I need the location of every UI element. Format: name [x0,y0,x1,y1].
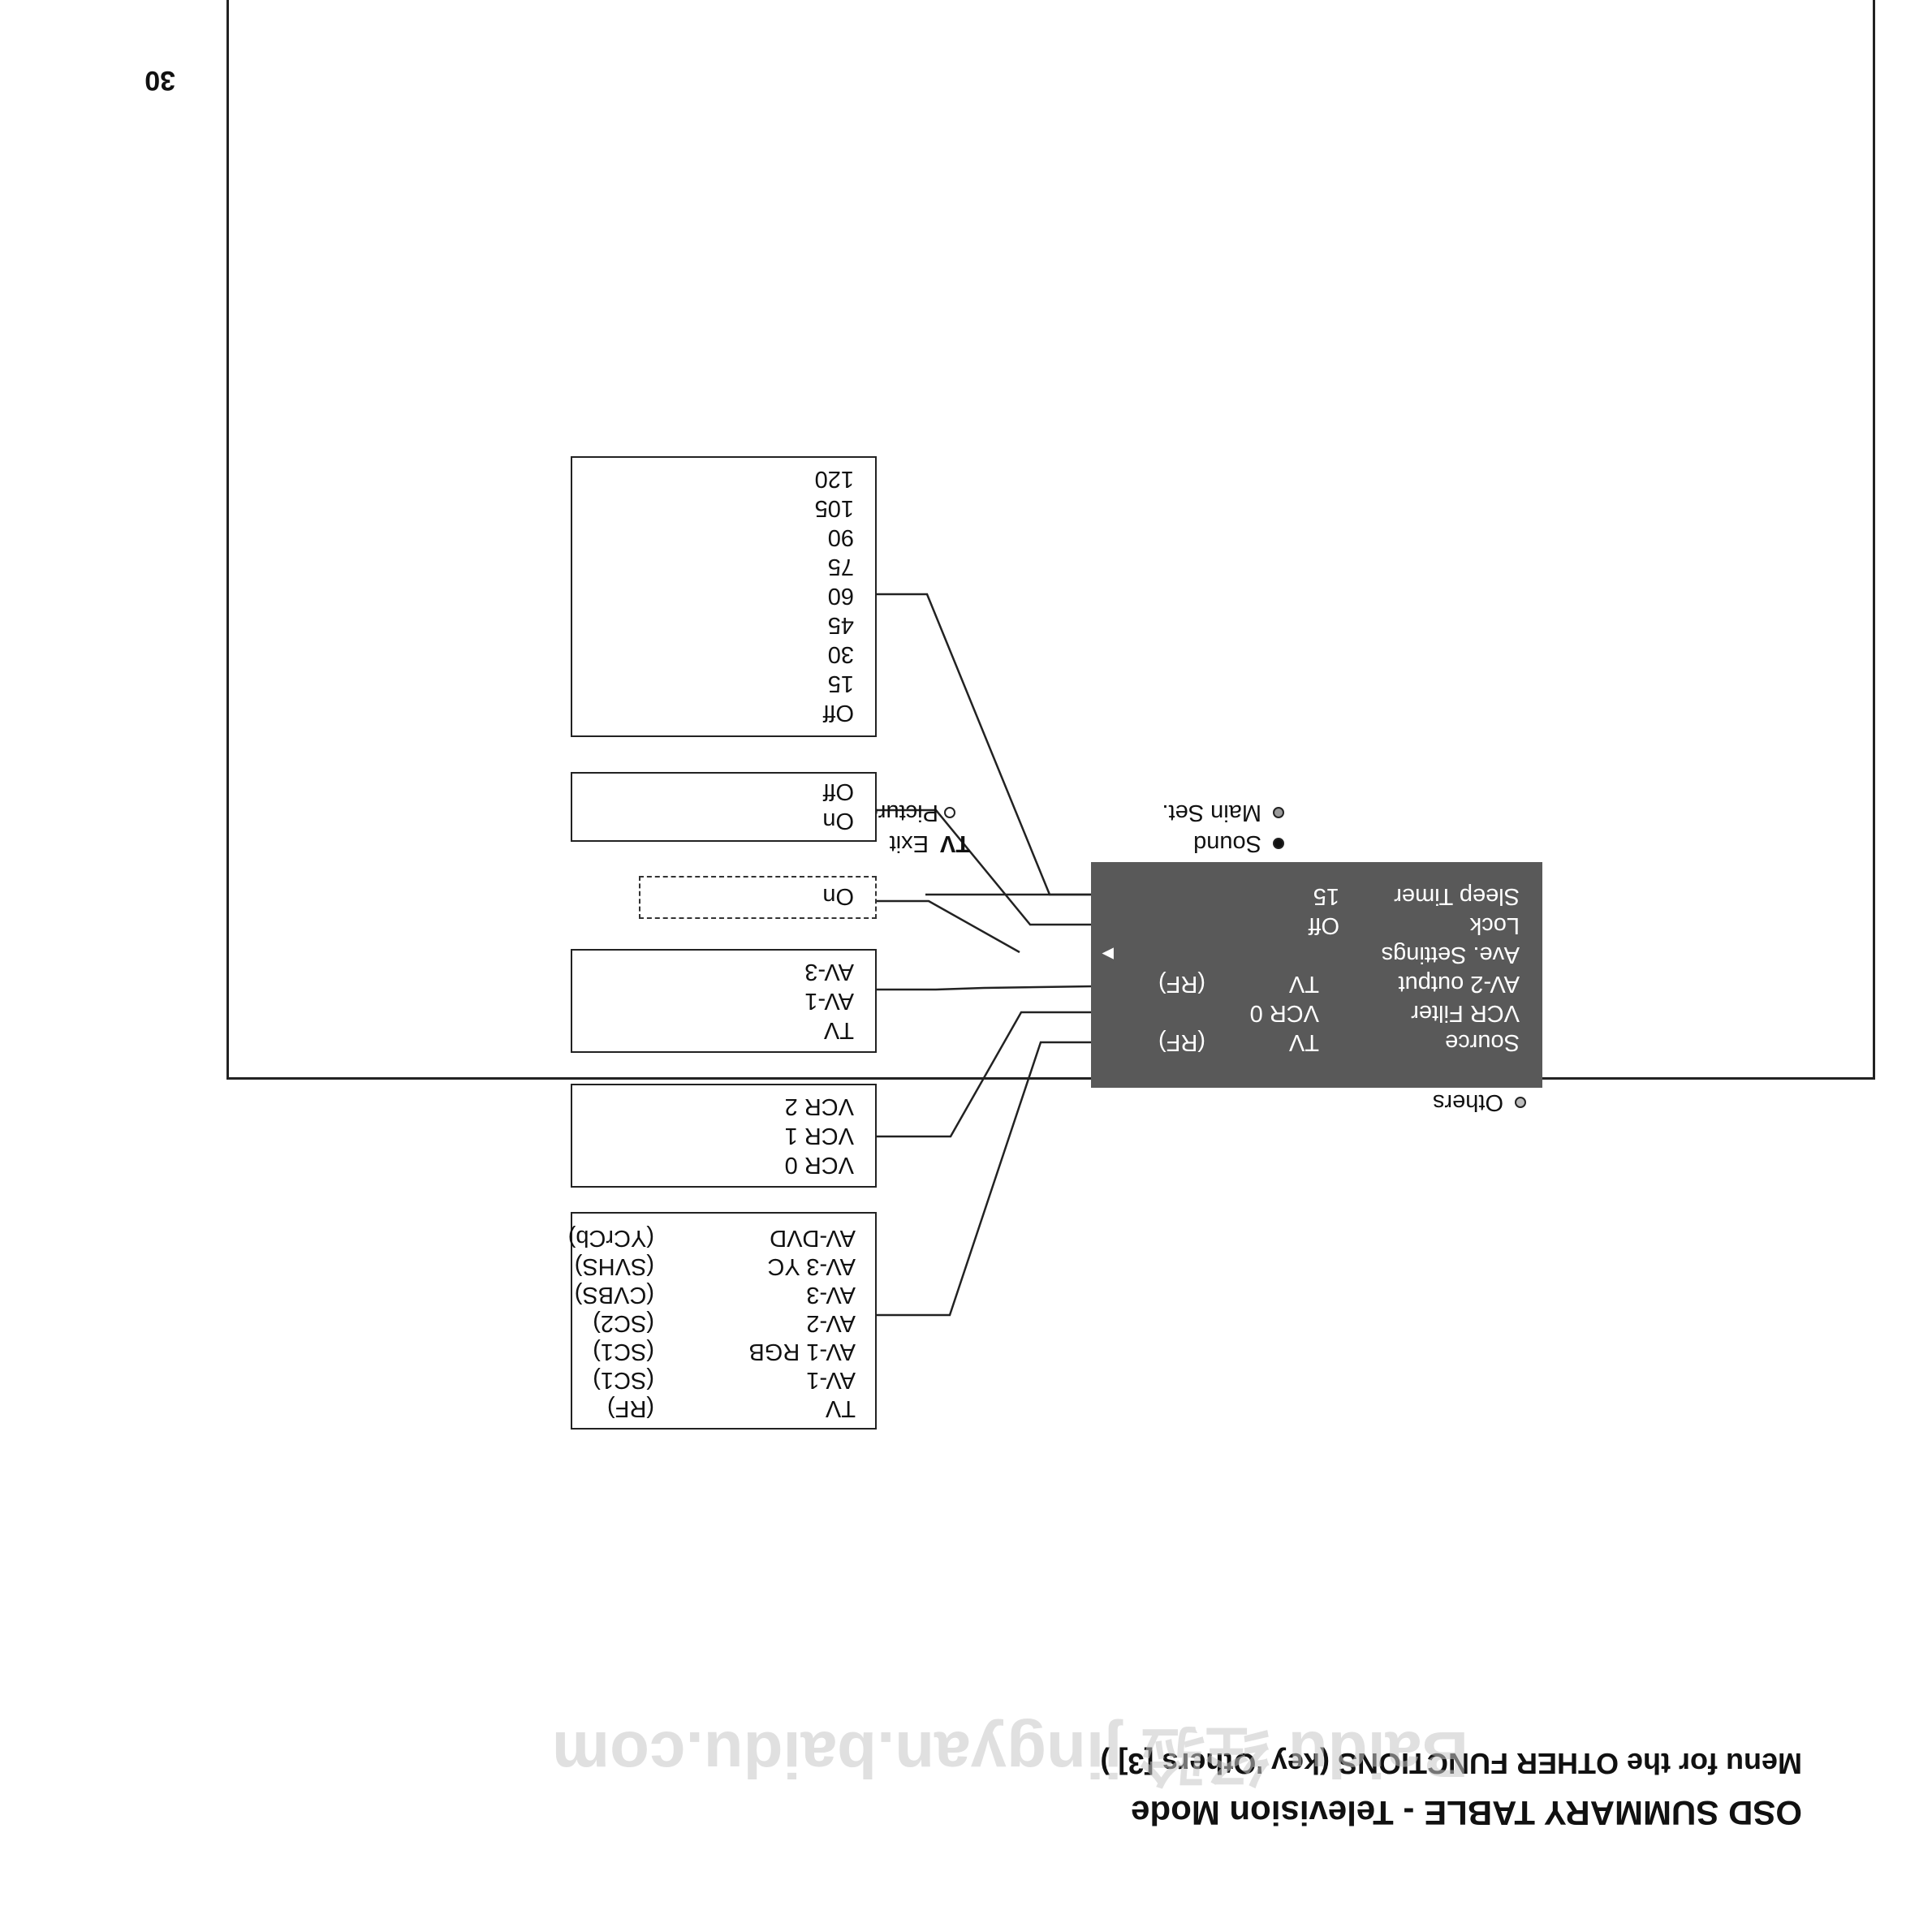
source-name[interactable]: TV [825,1395,856,1421]
source-name[interactable]: AV-1 [806,1367,856,1393]
sleep-option[interactable]: 45 [827,612,854,638]
vcr-filter-options: VCR 0 VCR 1 VCR 2 [571,1084,877,1188]
source-tag: (RF) [607,1395,654,1421]
watermark-logo: Baidu 经验 jingyan.baidu.com [552,1719,1468,1791]
source-tag: (YCrCb) [567,1225,654,1251]
source-tag: (SVHS) [574,1253,654,1279]
osd-row-lock-value: Off [1308,912,1339,938]
osd-row-source-value: TV [1288,1029,1319,1055]
others-item[interactable]: Others [1432,1089,1503,1115]
source-tag: (CVBS) [574,1282,654,1308]
lock-options: On Off [571,772,877,842]
osd-row-lock-label[interactable]: Lock [1469,912,1520,938]
source-name[interactable]: AV-1 RGB [748,1339,856,1365]
sleep-option[interactable]: 90 [827,524,854,550]
source-tag: (SC1) [593,1367,654,1393]
vcr-option[interactable]: VCR 2 [784,1093,854,1119]
sleep-option[interactable]: 75 [827,554,854,580]
sleep-option[interactable]: 120 [814,466,854,492]
osd-row-ave-label[interactable]: Ave. Settings [1381,942,1520,968]
source-options: TV (RF) AV-1 (SC1) AV-1 RGB (SC1) AV-2 (… [567,1212,877,1430]
lock-option[interactable]: Off [822,778,854,804]
osd-row-sleep-label[interactable]: Sleep Timer [1394,883,1520,909]
picture-dot-icon [944,807,955,818]
ave-settings-options: On [639,876,877,919]
source-name[interactable]: AV-3 YC [767,1253,856,1279]
vcr-option[interactable]: VCR 0 [784,1152,854,1178]
sound-dot-icon [1273,838,1284,849]
osd-row-vcr-value: VCR 0 [1249,1000,1319,1026]
av2-option[interactable]: TV [823,1017,854,1043]
sleep-option[interactable]: Off [822,700,854,726]
av2-option[interactable]: AV-1 [804,988,854,1014]
osd-row-sleep-value: 15 [1313,883,1339,909]
sleep-timer-options: Off 15 30 45 60 75 90 105 120 [571,456,877,737]
line-av2 [877,984,1146,991]
av2-output-options: TV AV-1 AV-3 [571,949,877,1053]
vcr-option[interactable]: VCR 1 [784,1123,854,1149]
top-item-main-set[interactable]: Main Set. [1162,800,1262,826]
sleep-option[interactable]: 15 [827,671,854,696]
tv-label: TV [939,830,970,856]
source-tag: (SC2) [593,1310,654,1336]
source-name[interactable]: AV-DVD [770,1225,856,1251]
lock-option[interactable]: On [822,808,854,834]
top-item-exit[interactable]: Exit [889,830,929,856]
sleep-option[interactable]: 30 [827,641,854,667]
top-item-sound[interactable]: Sound [1193,830,1261,856]
sleep-option[interactable]: 105 [814,495,854,521]
osd-row-vcr-label[interactable]: VCR Filter [1411,1000,1520,1026]
others-dot-icon [1515,1097,1526,1108]
osd-row-source-label[interactable]: Source [1445,1029,1520,1055]
av2-option[interactable]: AV-3 [804,959,854,985]
line-ave [877,899,1020,954]
source-name[interactable]: AV-2 [806,1310,856,1336]
main-set-dot-icon [1273,807,1284,818]
osd-menu-panel: Sleep Timer 15 Lock Off Ave. Settings ▸ … [1091,862,1542,1088]
osd-row-source-extra: (RF) [1158,1029,1205,1055]
source-name[interactable]: AV-3 [806,1282,856,1308]
ave-option[interactable]: On [822,883,854,909]
source-tag: (SC1) [593,1339,654,1365]
chevron-right-icon: ▸ [1102,942,1114,968]
osd-row-av2-extra: (RF) [1158,971,1205,997]
osd-row-av2-label[interactable]: AV-2 output [1398,971,1520,997]
sleep-option[interactable]: 60 [827,583,854,609]
osd-row-av2-value: TV [1288,971,1319,997]
